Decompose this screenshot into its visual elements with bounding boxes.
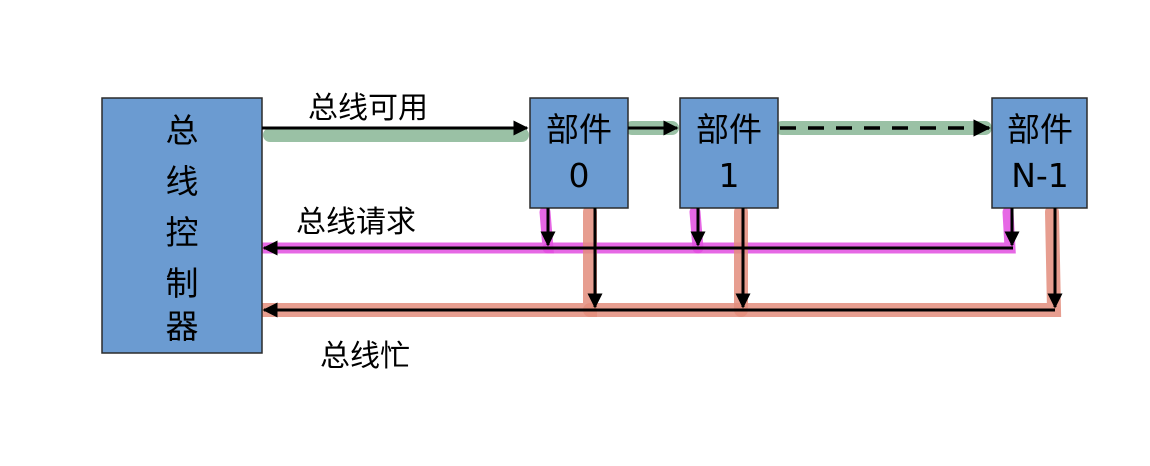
unit-1-index: 1: [719, 156, 740, 195]
bus-available-label: 总线可用: [308, 91, 428, 126]
unit-n-1-index: N-1: [1011, 156, 1069, 195]
bus-controller-box: [101, 97, 263, 354]
unit-1-label: 部件: [696, 110, 762, 149]
controller-char: 控: [166, 213, 199, 252]
bus-request-label: 总线请求: [296, 205, 416, 240]
bus-busy-wires: [262, 208, 1063, 318]
unit-n-1-box: [991, 97, 1088, 209]
bus-request-wires: [262, 208, 1020, 256]
unit-0-box: [529, 97, 629, 209]
unit-0-index: 0: [569, 156, 590, 195]
unit-n-1-label: 部件: [1007, 110, 1073, 149]
controller-char: 器: [166, 307, 199, 346]
bus-busy-highlight: [583, 205, 1062, 317]
controller-char: 线: [166, 162, 199, 201]
unit-0-label: 部件: [546, 110, 612, 149]
bus-busy-label: 总线忙: [320, 339, 410, 374]
controller-label: 总 线 控 制 器: [166, 111, 199, 346]
bus-request-highlight: [542, 206, 1016, 254]
controller-char: 总: [166, 111, 199, 150]
controller-char: 制: [166, 264, 199, 303]
unit-1-box: [679, 97, 779, 209]
